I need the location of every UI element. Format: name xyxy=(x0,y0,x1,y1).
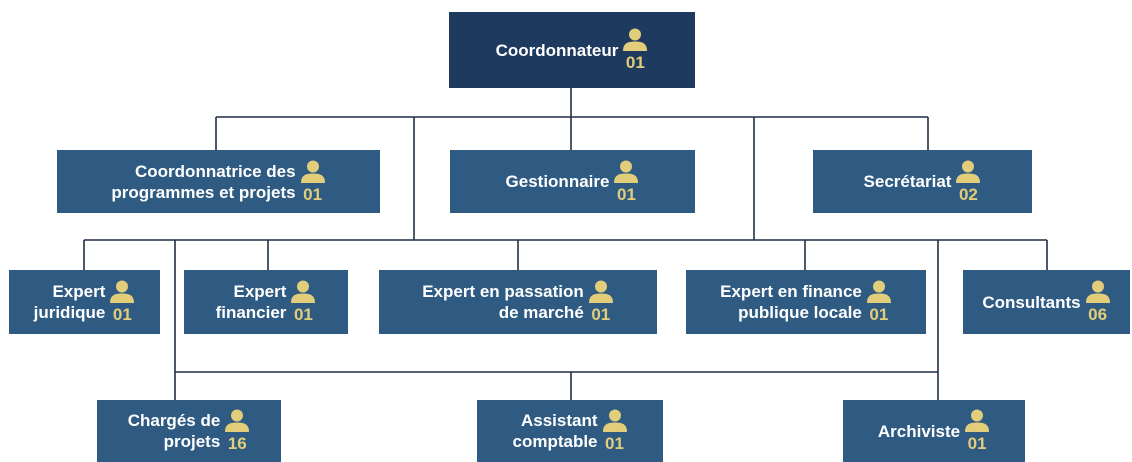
node-count: 16 xyxy=(227,434,247,453)
node-count: 01 xyxy=(591,305,611,324)
node-label: de marché xyxy=(498,303,584,322)
node-label: juridique xyxy=(33,303,106,322)
node-label: Coordonnateur xyxy=(495,40,619,60)
node-count: 01 xyxy=(112,305,132,324)
node-label: comptable xyxy=(512,432,598,451)
node-assistant-comptable: Assistant comptable 01 xyxy=(477,400,663,462)
node-label: Expert xyxy=(233,282,287,301)
node-count: 01 xyxy=(303,184,323,204)
person-icon xyxy=(956,160,981,183)
person-icon xyxy=(623,28,648,51)
node-label: Consultants xyxy=(982,292,1081,312)
node-count: 06 xyxy=(1088,305,1108,324)
node-expert-financier: Expert financier 01 xyxy=(184,270,348,334)
node-label: Archiviste xyxy=(877,421,961,441)
node-label: Expert xyxy=(52,282,106,301)
node-coordonnateur: Coordonnateur 01 xyxy=(449,12,695,88)
node-count: 01 xyxy=(967,434,987,453)
person-icon xyxy=(300,160,325,183)
person-icon xyxy=(866,280,891,303)
node-expert-finance-locale: Expert en finance publique locale 01 xyxy=(686,270,926,334)
person-icon xyxy=(965,409,990,432)
person-icon xyxy=(588,280,613,303)
node-label: Gestionnaire xyxy=(505,172,610,191)
node-count: 01 xyxy=(616,184,636,204)
node-coordonnatrice-programmes: Coordonnatrice des programmes et projets… xyxy=(57,150,380,213)
node-count: 01 xyxy=(293,305,313,324)
node-expert-passation: Expert en passation de marché 01 xyxy=(379,270,657,334)
node-count: 02 xyxy=(958,184,978,204)
person-icon xyxy=(225,409,250,432)
node-label: Secrétariat xyxy=(863,172,952,191)
node-label: Assistant xyxy=(520,411,598,430)
node-count: 01 xyxy=(625,53,645,72)
node-label: Chargés de xyxy=(127,411,221,430)
person-icon xyxy=(291,280,316,303)
person-icon xyxy=(602,409,627,432)
node-label: Expert en finance xyxy=(720,282,862,301)
node-expert-juridique: Expert juridique 01 xyxy=(9,270,160,334)
node-gestionnaire: Gestionnaire 01 xyxy=(450,150,695,213)
node-charges-projets: Chargés de projets 16 xyxy=(97,400,281,462)
node-label: programmes et projets xyxy=(111,182,296,202)
node-label: publique locale xyxy=(738,303,862,322)
person-icon xyxy=(614,160,639,183)
node-archiviste: Archiviste 01 xyxy=(843,400,1025,462)
node-count: 01 xyxy=(605,434,624,453)
node-label: Expert en passation xyxy=(422,282,584,301)
node-secretariat: Secrétariat 02 xyxy=(813,150,1032,213)
node-count: 01 xyxy=(869,305,889,324)
person-icon xyxy=(1085,280,1110,303)
node-label: Coordonnatrice des xyxy=(135,161,296,181)
node-label: financier xyxy=(215,303,287,322)
node-consultants: Consultants 06 xyxy=(963,270,1130,334)
person-icon xyxy=(110,280,135,303)
node-label: projets xyxy=(163,432,221,451)
